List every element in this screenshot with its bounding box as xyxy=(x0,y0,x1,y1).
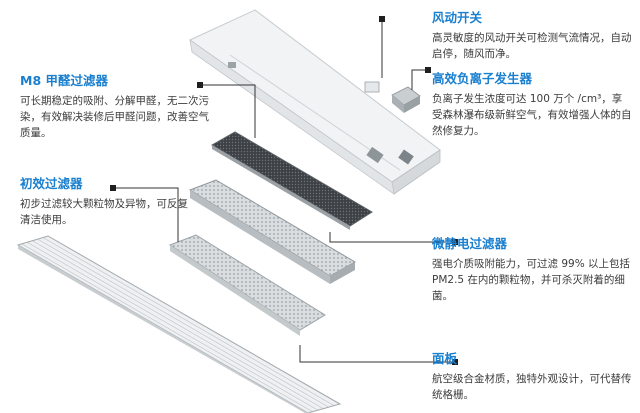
callout-description: 高灵敏度的风动开关可检测气流情况，自动启停，随风而净。 xyxy=(432,32,632,60)
wind-switch-part xyxy=(364,81,380,93)
callout-description: 负离子发生浓度可达 100 万个 /cm³，享受森林瀑布级新鲜空气，有效增强人体… xyxy=(432,93,632,137)
callout-description: 初步过滤较大颗粒物及异物，可反复清洁使用。 xyxy=(20,198,188,226)
m8-filter-marker xyxy=(197,82,203,88)
callout-panel: 面板 航空级合金材质，独特外观设计，可代替传统格栅。 xyxy=(432,351,632,403)
callout-wind-switch: 风动开关 高灵敏度的风动开关可检测气流情况，自动启停，随风而净。 xyxy=(432,10,632,62)
ion-generator-part xyxy=(391,86,421,113)
primary-filter-part xyxy=(188,179,357,284)
callout-title: M8 甲醛过滤器 xyxy=(20,73,108,88)
panel-marker xyxy=(452,359,458,365)
callout-electrostatic-filter: 微静电过滤器 强电介质吸附能力，可过滤 99% 以上包括 PM2.5 在内的颗粒… xyxy=(432,236,632,304)
callout-title: 高效负离子发生器 xyxy=(432,71,533,86)
callout-description: 强电介质吸附能力，可过滤 99% 以上包括 PM2.5 在内的颗粒物，并可杀灭附… xyxy=(432,258,631,302)
callout-ion-generator: 高效负离子发生器 负离子发生浓度可达 100 万个 /cm³，享受森林瀑布级新鲜… xyxy=(432,71,632,139)
callout-title: 初效过滤器 xyxy=(20,176,83,191)
electrostatic-filter-marker xyxy=(452,239,458,245)
callout-m8-filter: M8 甲醛过滤器 可长期稳定的吸附、分解甲醛，无二次污染，有效解决装修后甲醛问题… xyxy=(20,73,210,141)
callout-description: 航空级合金材质，独特外观设计，可代替传统格栅。 xyxy=(432,373,632,401)
wind-switch-marker xyxy=(379,16,385,22)
leader-lines xyxy=(113,18,455,363)
ion-generator-marker xyxy=(425,67,431,73)
panel-part xyxy=(16,235,342,413)
primary-filter-marker xyxy=(110,185,116,191)
callout-title: 面板 xyxy=(432,351,458,366)
callout-title: 微静电过滤器 xyxy=(432,236,508,251)
housing-top xyxy=(189,9,441,195)
callout-title: 风动开关 xyxy=(432,10,483,25)
m8-filter-part xyxy=(210,131,373,230)
electrostatic-filter-part xyxy=(168,234,326,336)
callout-primary-filter: 初效过滤器 初步过滤较大颗粒物及异物，可反复清洁使用。 xyxy=(20,176,188,228)
callout-description: 可长期稳定的吸附、分解甲醛，无二次污染，有效解决装修后甲醛问题，改善空气质量。 xyxy=(20,95,209,139)
